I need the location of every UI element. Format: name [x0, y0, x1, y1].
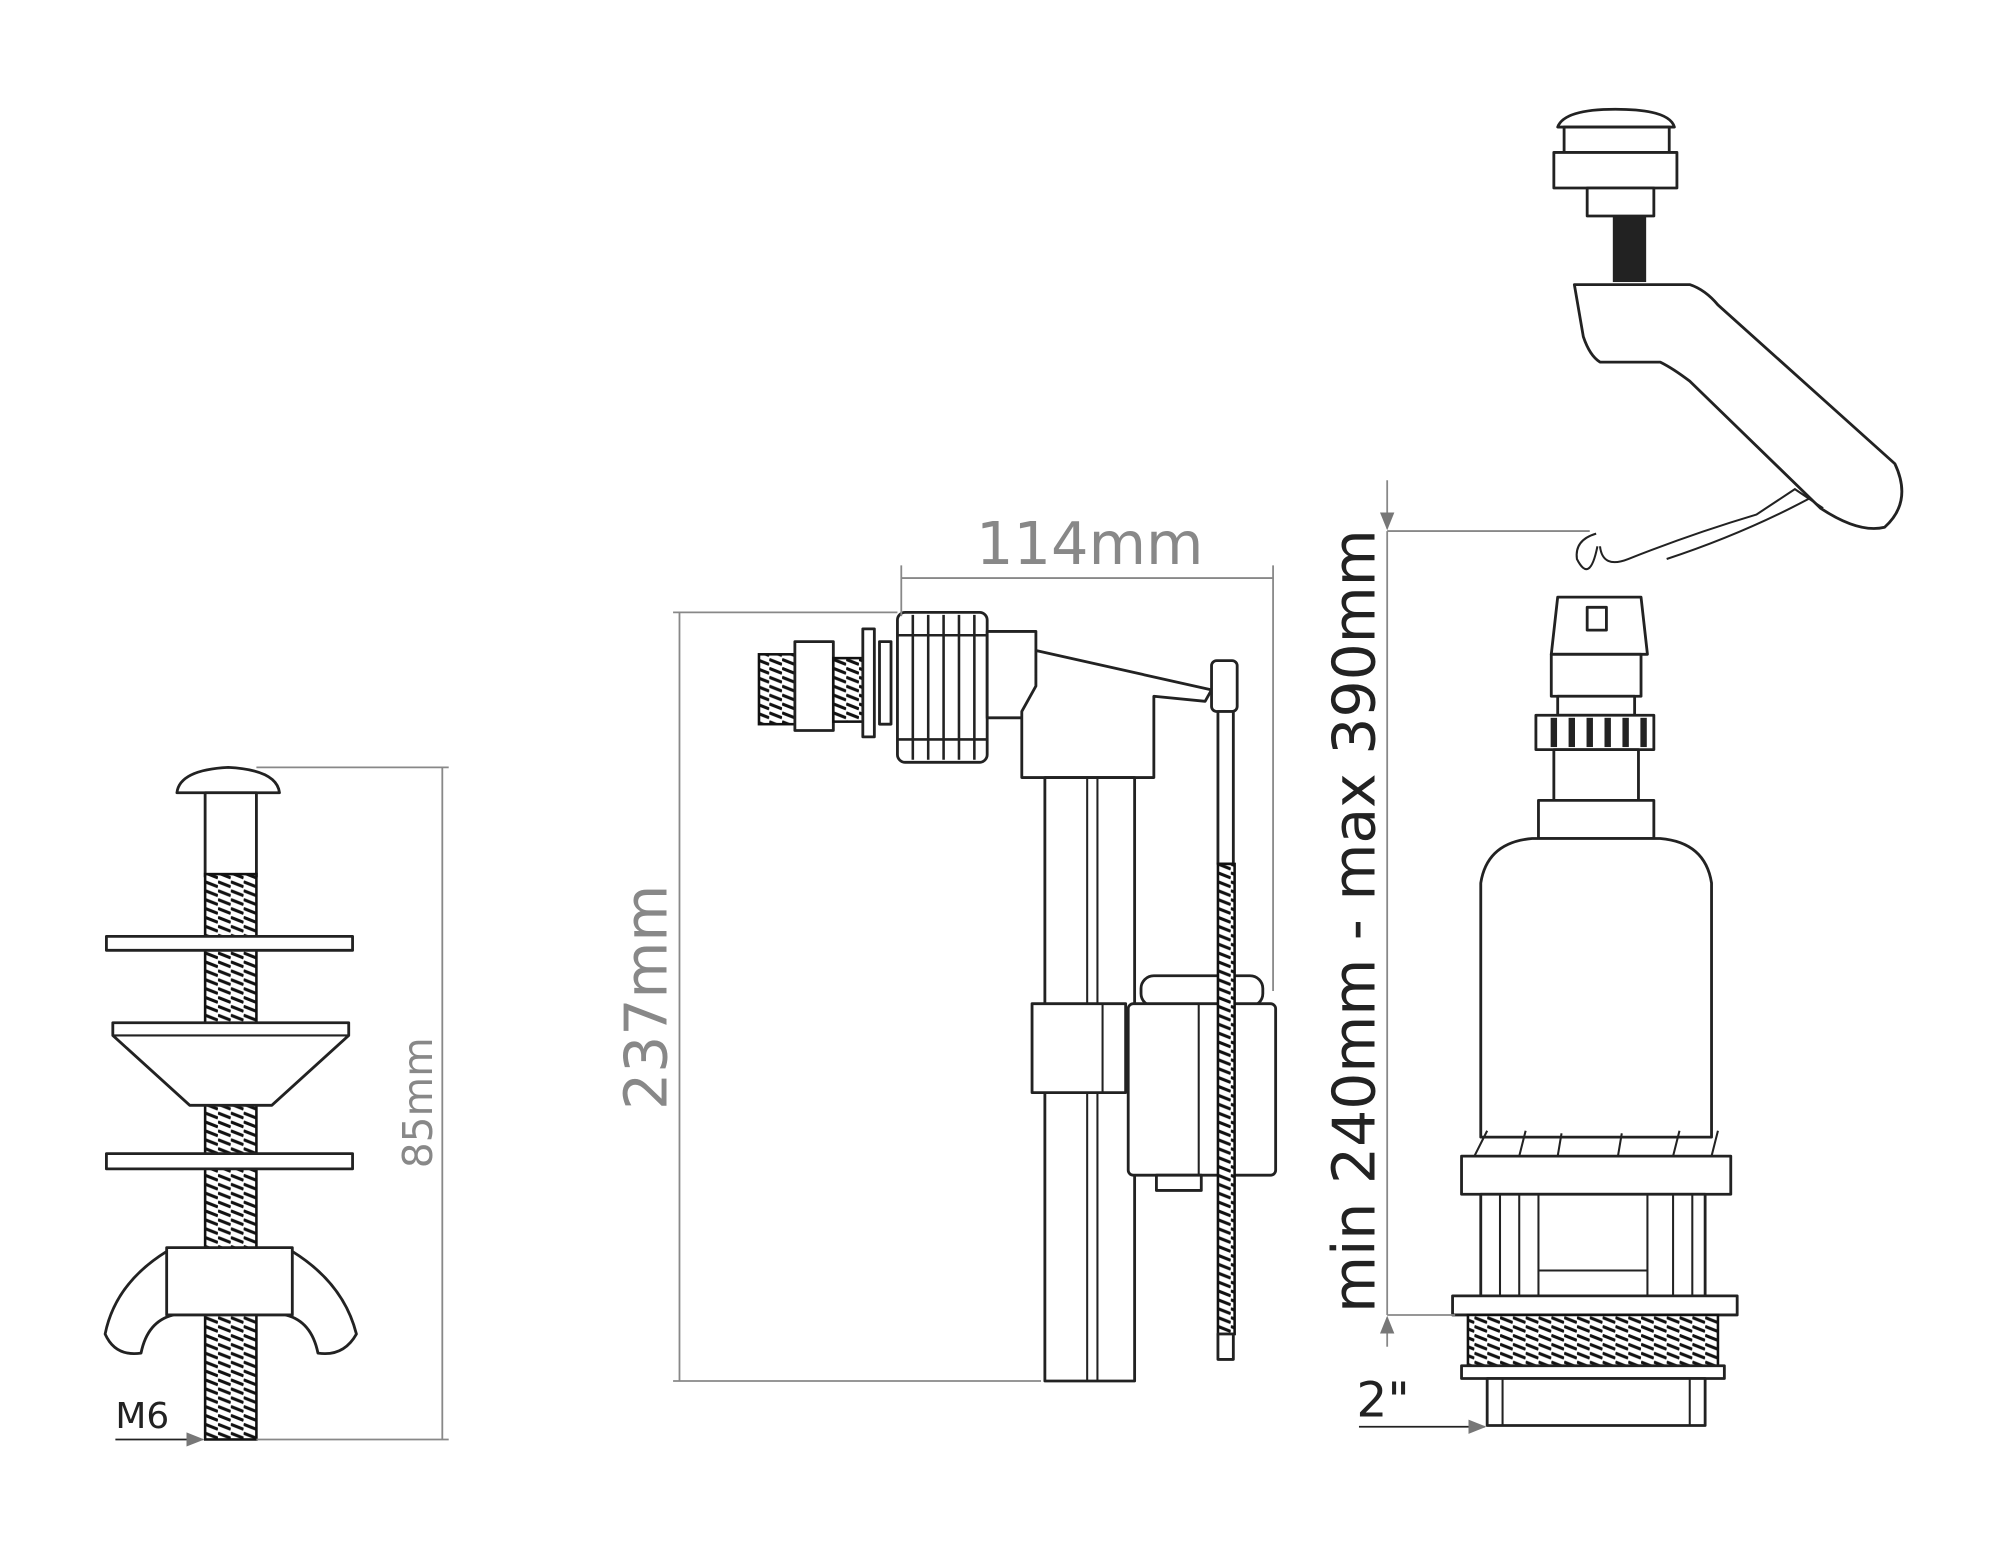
- bolt-height-label: 85mm: [394, 1037, 442, 1168]
- bolt-thread-label: M6: [115, 1396, 169, 1437]
- fill-valve-dimensions: 114mm 237mm: [612, 510, 1274, 1382]
- toilet-seat-bolt: [103, 765, 358, 1441]
- flush-valve-outlet-label: 2": [1356, 1373, 1409, 1429]
- fill-valve-width-label: 114mm: [976, 510, 1203, 578]
- flush-valve: [1451, 107, 1904, 1427]
- fill-valve-height-label: 237mm: [612, 885, 680, 1110]
- flush-valve-dimensions: min 240mm - max 390mm 2": [1320, 480, 1590, 1434]
- fill-valve: [757, 610, 1278, 1383]
- flush-valve-height-label: min 240mm - max 390mm: [1320, 529, 1388, 1312]
- bolt-dimension: 85mm M6: [115, 766, 449, 1447]
